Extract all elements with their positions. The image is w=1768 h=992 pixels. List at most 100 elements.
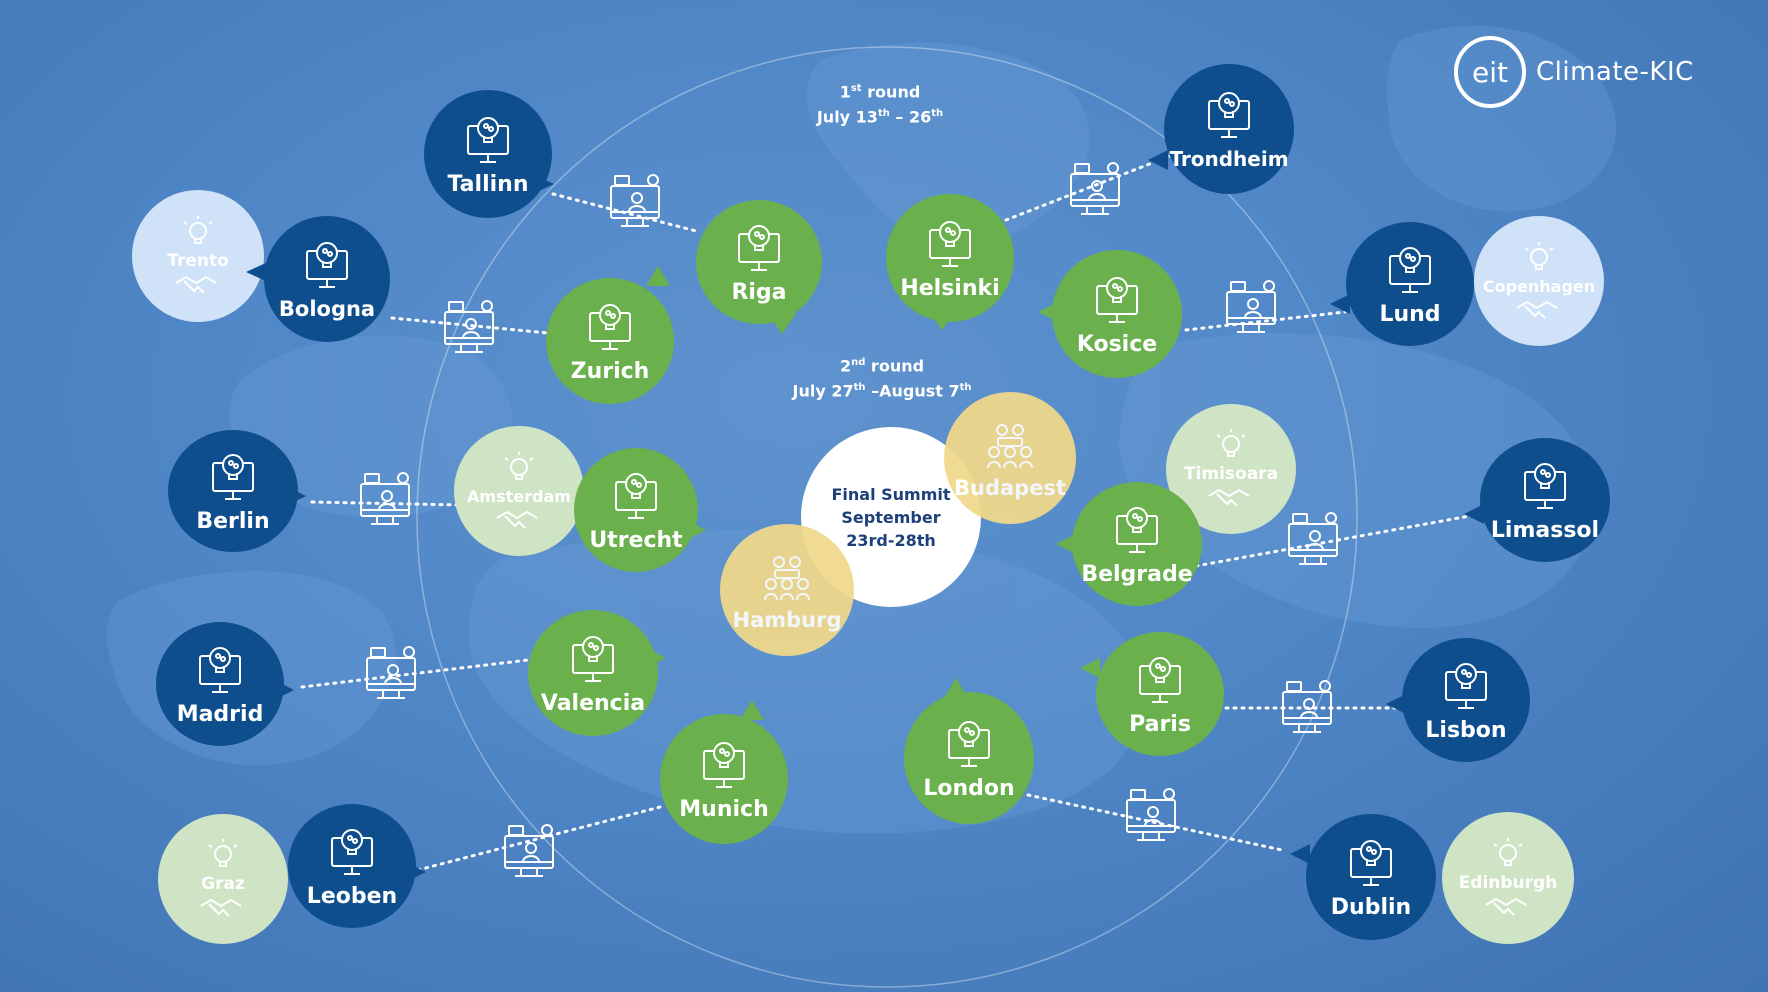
bubble-tail: [286, 486, 306, 506]
lightbulb-monitor-icon: [212, 453, 254, 500]
handshake-icon: [200, 899, 242, 917]
city-node-copenhagen[interactable]: Copenhagen: [1474, 216, 1604, 346]
first-round-label: 1st round July 13th – 26th: [816, 82, 944, 127]
summit-month: September: [841, 507, 941, 527]
city-label: Leoben: [306, 883, 398, 909]
city-label: Edinburgh: [1458, 873, 1558, 893]
bubble-tail: [646, 266, 670, 286]
online-meeting-icon: [610, 174, 660, 227]
city-node-utrecht[interactable]: Utrecht: [574, 448, 706, 572]
city-node-tallinn[interactable]: Tallinn: [424, 90, 554, 218]
lightbulb-monitor-icon: [1116, 506, 1158, 553]
city-label: Lund: [1379, 301, 1441, 327]
handshake-icon: [496, 510, 538, 529]
lightbulb-monitor-icon: [331, 828, 373, 875]
lightbulb-monitor-icon: [929, 220, 971, 267]
link-belgrade-limassol: [1194, 513, 1477, 568]
city-node-edinburgh[interactable]: Edinburgh: [1442, 812, 1574, 944]
city-label: Amsterdam: [467, 486, 571, 506]
city-label: Helsinki: [900, 275, 1000, 301]
city-node-budapest[interactable]: Budapest: [944, 392, 1076, 524]
city-label: Copenhagen: [1482, 276, 1596, 296]
bubble-tail: [406, 862, 426, 882]
city-node-trondheim[interactable]: Trondheim: [1148, 64, 1294, 194]
link-kosice-lund: [1184, 310, 1347, 332]
city-label: Madrid: [176, 701, 264, 727]
city-label: Utrecht: [589, 527, 683, 553]
city-node-madrid[interactable]: Madrid: [156, 622, 294, 746]
bubble-tail: [1080, 658, 1100, 678]
city-node-limassol[interactable]: Limassol: [1464, 438, 1610, 562]
city-label: Hamburg: [732, 608, 842, 632]
city-node-belgrade[interactable]: Belgrade: [1056, 482, 1202, 606]
city-label: Lisbon: [1425, 717, 1507, 743]
city-node-lund[interactable]: Lund: [1330, 222, 1474, 346]
lightbulb-icon: [1216, 428, 1246, 457]
lightbulb-monitor-icon: [948, 720, 990, 767]
city-label: Belgrade: [1081, 561, 1193, 587]
link-tallinn-riga: [551, 192, 702, 234]
city-node-zurich[interactable]: Zurich: [546, 266, 674, 404]
city-label: Zurich: [570, 358, 650, 384]
city-node-bologna[interactable]: Bologna: [246, 216, 390, 342]
online-meeting-icon: [1126, 788, 1176, 841]
bubble-tail: [928, 310, 956, 330]
summit-dates: 23rd-28th: [846, 530, 936, 550]
city-node-amsterdam[interactable]: Amsterdam: [454, 426, 584, 556]
handshake-icon: [175, 276, 217, 294]
online-meeting-icon: [444, 300, 494, 353]
city-node-trento[interactable]: Trento: [132, 190, 264, 322]
online-meeting-icon: [1226, 280, 1276, 333]
city-label: Bologna: [278, 297, 376, 321]
city-label: Budapest: [954, 476, 1066, 500]
city-node-graz[interactable]: Graz: [158, 814, 288, 944]
bubble-tail: [1038, 302, 1058, 322]
lightbulb-icon: [208, 838, 238, 867]
city-node-helsinki[interactable]: Helsinki: [886, 194, 1014, 330]
eit-logo-mark: eit: [1454, 36, 1526, 108]
lightbulb-monitor-icon: [1350, 839, 1392, 886]
bubble-tail: [740, 700, 764, 720]
city-node-london[interactable]: London: [904, 678, 1034, 824]
city-node-kosice[interactable]: Kosice: [1038, 250, 1182, 378]
lightbulb-monitor-icon: [1139, 656, 1181, 703]
city-label: Graz: [201, 874, 245, 894]
link-london-dublin: [1026, 793, 1284, 852]
city-label: Riga: [731, 279, 787, 305]
bubble-tail: [1056, 534, 1076, 554]
bubble-tail: [246, 262, 268, 282]
lightbulb-icon: [183, 215, 213, 244]
city-node-dublin[interactable]: Dublin: [1290, 814, 1436, 940]
lightbulb-monitor-icon: [467, 116, 509, 163]
online-meeting-icon: [1288, 512, 1338, 565]
link-bologna-zurich: [390, 316, 550, 335]
second-round-label: 2nd round July 27th –August 7th: [792, 356, 972, 401]
city-node-berlin[interactable]: Berlin: [168, 430, 306, 552]
lightbulb-monitor-icon: [1524, 462, 1566, 509]
bubble-tail: [1464, 504, 1484, 524]
city-node-valencia[interactable]: Valencia: [528, 610, 666, 736]
city-node-lisbon[interactable]: Lisbon: [1386, 638, 1530, 762]
bubble-tail: [686, 520, 706, 540]
city-node-leoben[interactable]: Leoben: [288, 804, 426, 928]
city-node-munich[interactable]: Munich: [660, 700, 788, 844]
handshake-icon: [1208, 489, 1250, 507]
lightbulb-monitor-icon: [1445, 662, 1487, 709]
city-label: Dublin: [1330, 894, 1412, 920]
people-group-icon: [764, 556, 810, 601]
logo-text: Climate-KIC: [1536, 57, 1694, 87]
bubble-tail: [1330, 294, 1350, 314]
bubble-tail: [646, 648, 666, 668]
bubble-tail: [1148, 150, 1168, 170]
city-label: Berlin: [196, 508, 270, 534]
handshake-icon: [1485, 898, 1527, 916]
city-node-paris[interactable]: Paris: [1080, 632, 1224, 756]
bubble-tail: [1290, 844, 1310, 864]
lightbulb-monitor-icon: [738, 224, 780, 271]
online-meeting-icon: [366, 646, 416, 699]
bubble-tail: [274, 680, 294, 700]
city-label: Limassol: [1490, 517, 1600, 543]
city-node-riga[interactable]: Riga: [696, 200, 822, 334]
city-node-hamburg[interactable]: Hamburg: [720, 524, 854, 656]
